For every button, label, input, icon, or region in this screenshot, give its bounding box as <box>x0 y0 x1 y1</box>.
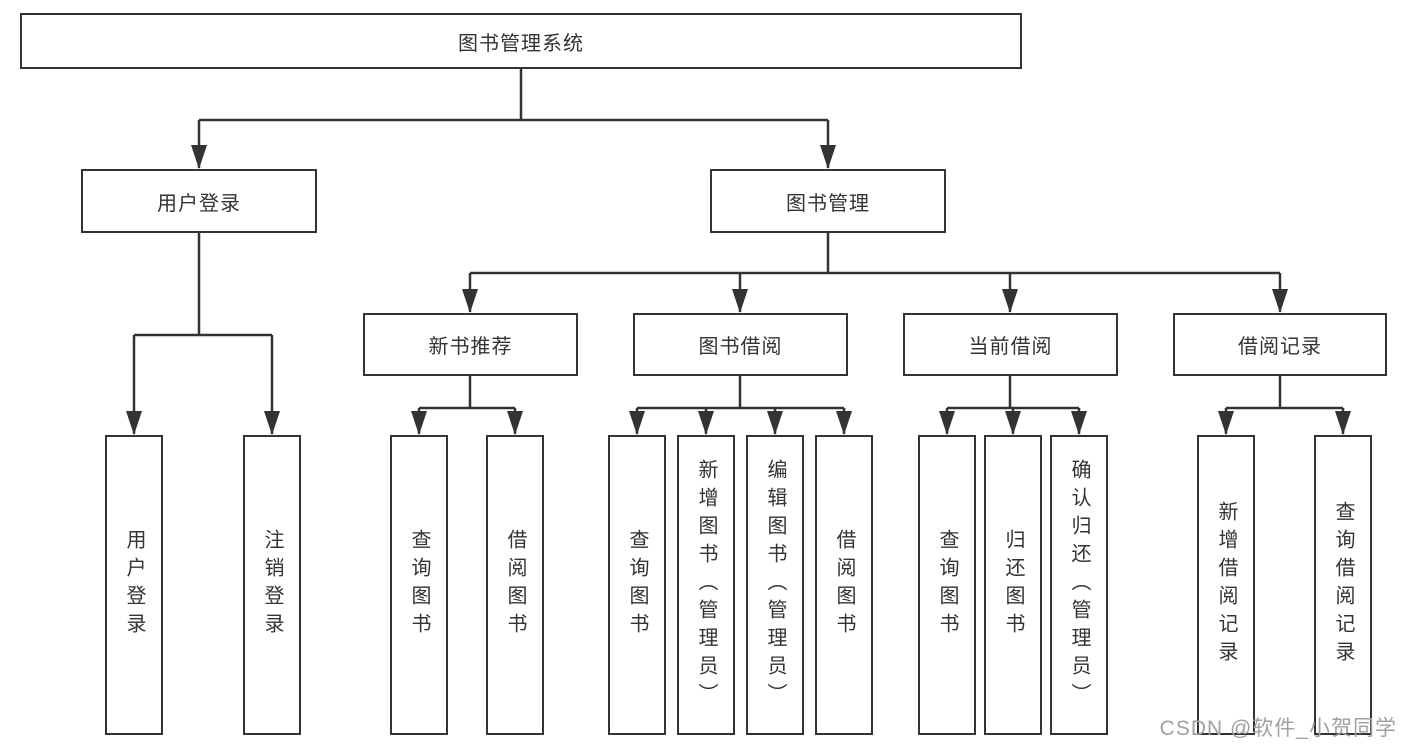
leaf-label: 查询图书 <box>936 529 958 641</box>
leaf-label: 归还图书 <box>1002 529 1024 641</box>
leaf-label: 用户登录 <box>123 529 145 641</box>
node-current-borrowing: 当前借阅 <box>903 313 1118 376</box>
leaf-label: 确认归还（管理员） <box>1068 459 1090 711</box>
leaf-add-borrow-record: 新增借阅记录 <box>1197 435 1255 735</box>
leaf-query-books-borrowing: 查询图书 <box>608 435 666 735</box>
leaf-confirm-return-admin: 确认归还（管理员） <box>1050 435 1108 735</box>
node-book-borrowing: 图书借阅 <box>633 313 848 376</box>
leaf-query-books-current: 查询图书 <box>918 435 976 735</box>
leaf-label: 查询图书 <box>626 529 648 641</box>
leaf-borrow-books-recommend: 借阅图书 <box>486 435 544 735</box>
node-new-book-recommend: 新书推荐 <box>363 313 578 376</box>
leaf-return-book: 归还图书 <box>984 435 1042 735</box>
csdn-watermark: CSDN @软件_小贺同学 <box>1159 717 1397 740</box>
node-label: 当前借阅 <box>968 336 1053 358</box>
node-label: 图书借阅 <box>698 336 783 358</box>
leaf-label: 编辑图书（管理员） <box>764 459 786 711</box>
node-root-label: 图书管理系统 <box>458 32 584 55</box>
leaf-borrow-books-borrowing: 借阅图书 <box>815 435 873 735</box>
node-label: 新书推荐 <box>428 336 513 358</box>
leaf-label: 查询借阅记录 <box>1332 501 1354 669</box>
node-root-system: 图书管理系统 <box>20 13 1022 69</box>
leaf-user-login: 用户登录 <box>105 435 163 735</box>
leaf-label: 新增图书（管理员） <box>695 459 717 711</box>
node-label: 用户登录 <box>157 192 241 215</box>
node-user-login-branch: 用户登录 <box>81 169 317 233</box>
leaf-label: 新增借阅记录 <box>1215 501 1237 669</box>
leaf-add-book-admin: 新增图书（管理员） <box>677 435 735 735</box>
leaf-logout-login: 注销登录 <box>243 435 301 735</box>
leaf-query-borrow-record: 查询借阅记录 <box>1314 435 1372 735</box>
leaf-label: 查询图书 <box>408 529 430 641</box>
node-label: 借阅记录 <box>1238 336 1322 358</box>
leaf-label: 借阅图书 <box>833 529 855 641</box>
leaf-label: 注销登录 <box>261 529 283 641</box>
node-book-management-branch: 图书管理 <box>710 169 946 233</box>
leaf-label: 借阅图书 <box>504 529 526 641</box>
node-borrowing-records: 借阅记录 <box>1173 313 1387 376</box>
leaf-query-books-recommend: 查询图书 <box>390 435 448 735</box>
leaf-edit-book-admin: 编辑图书（管理员） <box>746 435 804 735</box>
node-label: 图书管理 <box>786 192 870 215</box>
